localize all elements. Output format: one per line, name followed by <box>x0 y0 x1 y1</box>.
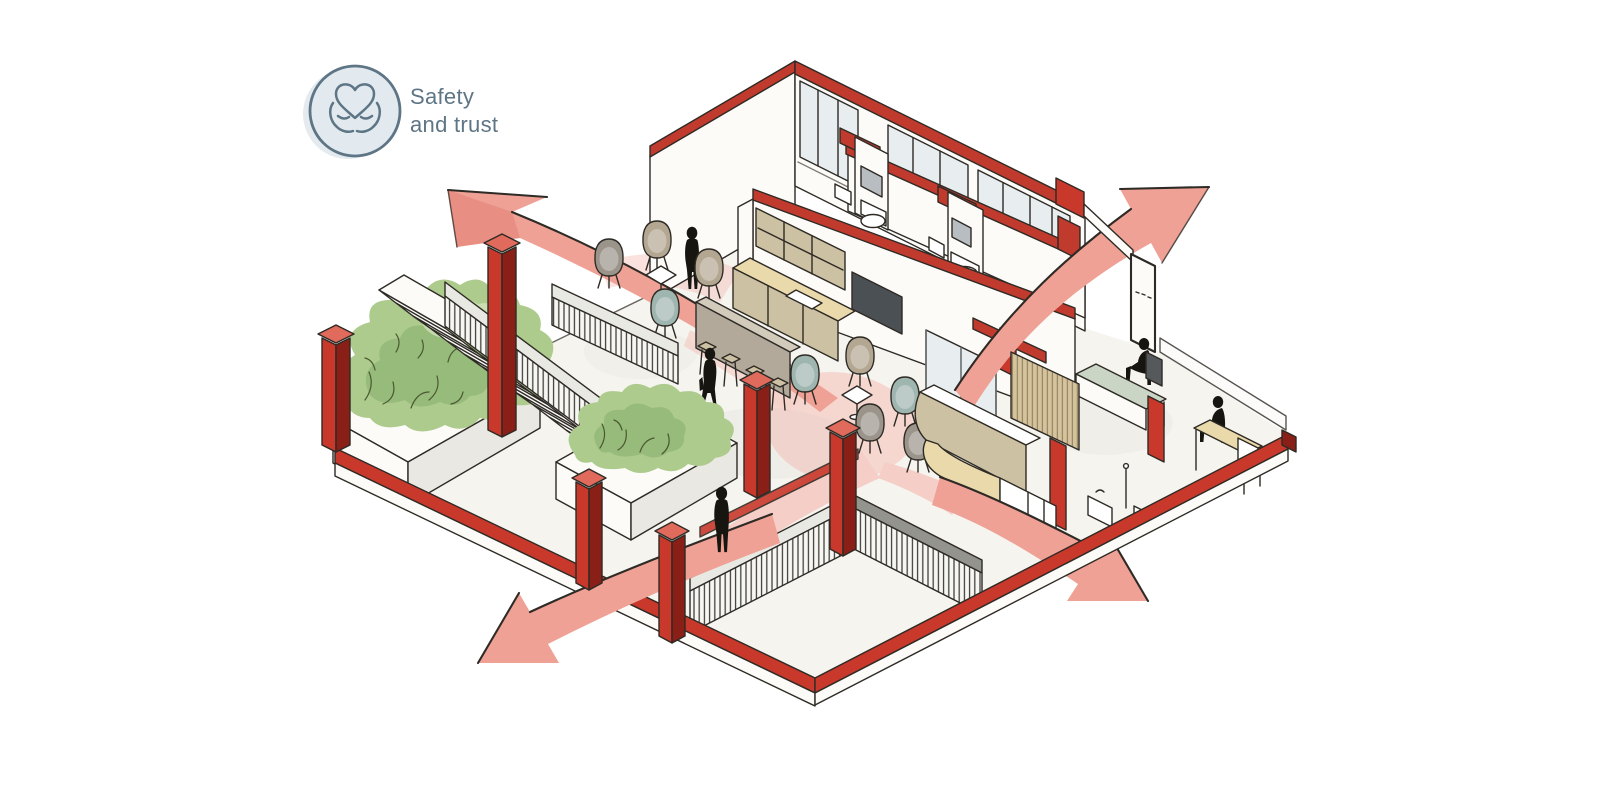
safety-trust-badge: Safety and trust <box>303 64 498 159</box>
tv-screen <box>851 271 903 335</box>
badge-circle <box>308 64 402 158</box>
red-post <box>571 468 607 591</box>
planter-foliage-2 <box>568 383 734 473</box>
mirror <box>951 217 972 248</box>
walkway-red-edge <box>699 448 859 538</box>
kitchen-counter <box>732 257 856 362</box>
se-edge-beam <box>814 429 1297 706</box>
ne-low-wall <box>1159 337 1287 431</box>
flow-arrow-up-right <box>953 185 1211 410</box>
red-post <box>654 521 690 644</box>
slatted-screen <box>1010 351 1080 451</box>
reception-desk <box>914 384 1057 531</box>
faucet <box>1095 489 1105 493</box>
dispenser <box>928 236 945 259</box>
badge-label-line2: and trust <box>410 112 498 137</box>
red-wall-edge <box>1147 395 1165 463</box>
red-column <box>825 418 861 557</box>
red-columns <box>317 233 861 644</box>
sw-edge-beam <box>334 447 816 707</box>
bathroom-1 <box>834 136 889 231</box>
floor-edge-beams <box>334 429 1297 707</box>
counter-top <box>919 384 1041 446</box>
bar-counter <box>695 296 801 399</box>
mirror <box>860 165 883 198</box>
red-column <box>739 370 775 499</box>
dispenser <box>834 183 852 206</box>
office-chair <box>1145 351 1163 387</box>
red-column <box>483 233 521 438</box>
badge-label-line1: Safety <box>410 84 474 109</box>
flow-arrow-down-left <box>476 512 780 665</box>
red-column <box>317 324 355 453</box>
toilet-seat <box>860 213 886 229</box>
hands-holding-heart-icon <box>328 83 382 134</box>
kitchen-sink <box>785 289 823 310</box>
whiteboard-partition <box>1129 252 1157 354</box>
roof-corner-block <box>1055 177 1085 219</box>
flow-arrow-up-left <box>446 188 838 412</box>
terrace-railing-upper <box>551 283 679 385</box>
lounge-area <box>594 220 933 473</box>
cut-wall-red-top <box>752 188 1076 320</box>
